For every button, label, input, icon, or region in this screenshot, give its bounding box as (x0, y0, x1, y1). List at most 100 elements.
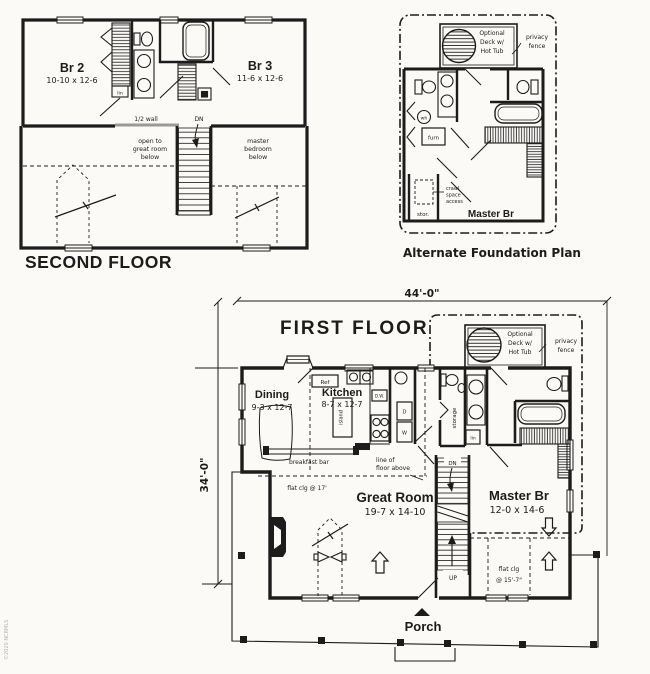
deck-label: Optional (479, 30, 505, 37)
master-br-label: Master Br (468, 209, 514, 220)
br3-dims: 11-6 x 12-6 (237, 74, 283, 83)
master-br-dims: 12-0 x 14-6 (490, 505, 545, 516)
sink-icon (136, 77, 152, 93)
toilet-icon (561, 375, 569, 392)
fence-leader (538, 343, 547, 353)
interior-walls (388, 368, 570, 598)
fireplace (270, 517, 286, 557)
arrow-down-icon (540, 517, 558, 537)
dimension-lines (195, 296, 612, 589)
svg-text:below: below (141, 154, 159, 161)
toilet-icon (133, 32, 141, 46)
svg-text:bedroom: bedroom (244, 146, 272, 153)
foundation-plan: Optional Deck w/ Hot Tub privacy fence (399, 14, 557, 234)
wh-label: wh (421, 116, 428, 122)
porch-column (240, 636, 247, 643)
ceiling-fan-icon (313, 551, 347, 563)
range-icon (370, 414, 390, 442)
toilet-icon (414, 79, 423, 95)
linen-closet (111, 85, 129, 98)
washer (396, 421, 413, 443)
first-floor-title: FIRST FLOOR (280, 318, 429, 339)
great-room-label: Great Room (356, 490, 433, 505)
washer-label: W (402, 431, 407, 437)
svg-text:fence: fence (529, 43, 546, 50)
kitchen-dims: 8-7 x 12-7 (321, 400, 362, 409)
lin-label: lin (470, 436, 476, 442)
sink-icon (440, 94, 454, 108)
kitchen-fixtures (311, 368, 435, 465)
vault-lines (311, 517, 349, 596)
refrigerator (311, 374, 339, 388)
dn-label: DN (448, 461, 456, 467)
dn-label: DN (194, 116, 203, 123)
svg-text:Deck w/: Deck w/ (480, 39, 505, 46)
br2-label: Br 2 (60, 61, 84, 75)
first-floor-plan: 44'-0" 34'-0" FIRST FLOOR Optional Deck … (195, 288, 612, 662)
foundation-fixtures (406, 69, 544, 221)
deck-label: Optional (507, 331, 533, 338)
hot-tub-icon (466, 327, 502, 363)
watermark: ©2020 NCRMLS (4, 619, 10, 660)
tub-icon (517, 403, 566, 425)
svg-text:space: space (446, 193, 461, 199)
tub-icon (182, 21, 210, 61)
arrow-down-icon (447, 482, 454, 492)
closet-hatch (526, 142, 544, 178)
closet-hatch (519, 427, 571, 445)
vanity (133, 49, 155, 99)
fence-leader (511, 42, 522, 55)
door-swing (414, 425, 435, 465)
water-heater-icon (416, 109, 432, 125)
svg-text:access: access (446, 199, 463, 205)
door-swing (436, 127, 492, 203)
svg-text:@ 15'-7": @ 15'-7" (496, 577, 522, 584)
arrow-up-icon (370, 551, 390, 574)
open-below-label: open to (138, 138, 162, 145)
half-wall-label: 1/2 wall (134, 116, 158, 123)
kitchen-island (332, 397, 353, 438)
arrow-down-icon (192, 138, 199, 148)
arrow-up-icon (540, 551, 558, 571)
furnace (421, 127, 446, 146)
sink-icon (468, 404, 484, 420)
dw-label: D.W. (375, 394, 385, 399)
furn-label: furn (428, 136, 440, 142)
foundation-boundary (399, 14, 557, 234)
crawl-space-access (414, 179, 434, 205)
vanity (466, 374, 486, 426)
storage-label: storage (452, 407, 458, 429)
porch (231, 471, 600, 662)
sink-icon (440, 74, 454, 88)
height-dimension: 34'-0" (199, 458, 211, 493)
master-br-label: Master Br (489, 488, 549, 503)
privacy-fence-label: privacy (526, 34, 548, 41)
linen-closet (465, 429, 481, 445)
privacy-fence-line (429, 314, 583, 534)
toilet-icon (516, 79, 530, 95)
exterior-walls (240, 366, 572, 600)
door-swing (99, 67, 231, 117)
door-swing (464, 68, 482, 86)
svg-text:floor above: floor above (376, 465, 410, 472)
hot-tub-icon (441, 28, 477, 64)
toilet-icon (140, 31, 154, 47)
laundry-sink-icon (394, 371, 408, 385)
dining-table (258, 404, 293, 461)
bath-fixtures (99, 20, 231, 117)
dining-label: Dining (255, 389, 289, 401)
svg-text:fence: fence (558, 347, 575, 354)
bifold-door-icon (439, 401, 449, 419)
bifold-door-icon (100, 27, 113, 73)
second-floor-title: SECOND FLOOR (25, 252, 172, 272)
breakfast-bar-label: breakfast bar (289, 459, 330, 466)
stairs-down (175, 123, 213, 216)
second-floor-plan: Br 2 10-10 x 12-6 Br 3 11-6 x 12-6 lin 1… (19, 16, 309, 252)
windows (56, 16, 273, 252)
svg-text:Hot Tub: Hot Tub (509, 349, 532, 356)
foundation-title: Alternate Foundation Plan (403, 246, 581, 260)
breakfast-bar (263, 446, 359, 455)
doors (297, 365, 508, 601)
dryer-label: D (403, 410, 407, 416)
